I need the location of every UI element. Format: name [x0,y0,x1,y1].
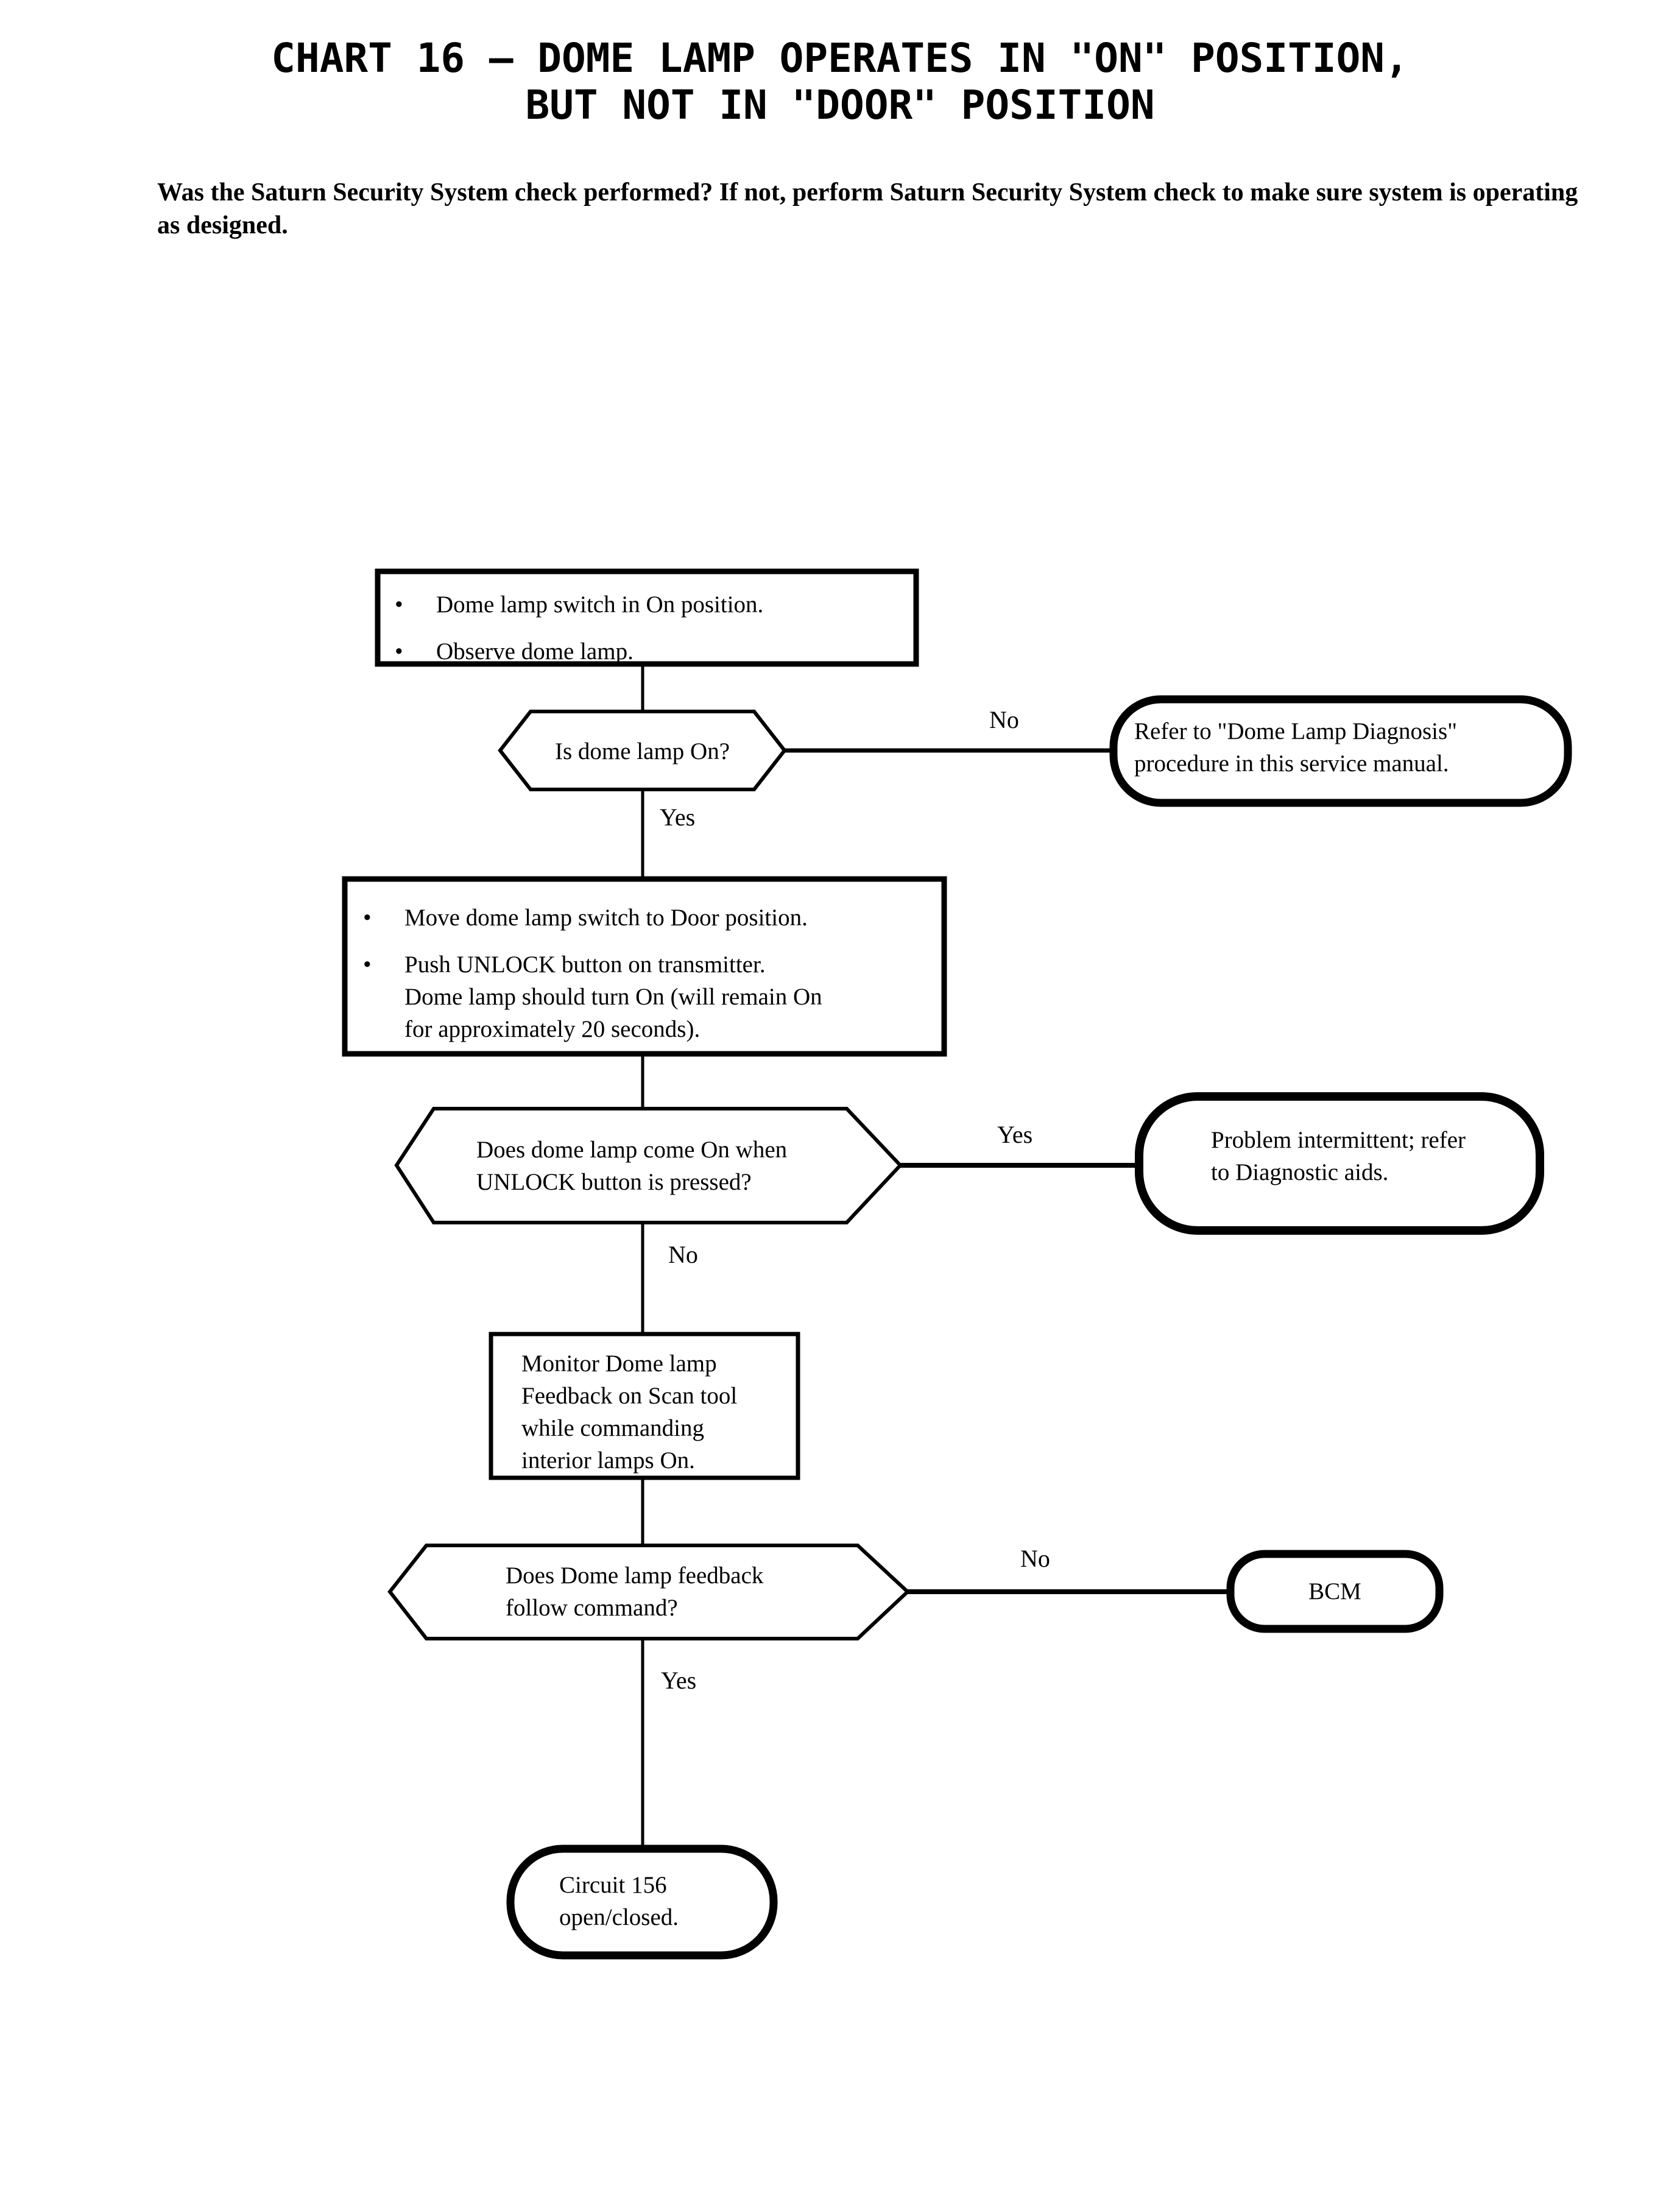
decision-3-line-1: Does Dome lamp feedback [506,1562,764,1589]
edge-label-decision1-no: No [989,706,1019,733]
process-1-bullet-list: • Dome lamp switch in On position. • Obs… [390,588,908,668]
bullet-text: Observe dome lamp. [436,638,634,665]
edge-label-decision3-no: No [1020,1545,1050,1572]
terminal-shape-2 [1135,1092,1544,1235]
bullet-text: for approximately 20 seconds). [404,1016,701,1043]
list-item: • Dome lamp switch in On position. [390,588,908,621]
list-item: • Observe dome lamp. [390,635,908,668]
process-box-1 [375,568,919,667]
bullet-text: Move dome lamp switch to Door position. [404,905,808,931]
decision-2-line-2: UNLOCK button is pressed? [476,1169,752,1196]
terminal-1-line-2: procedure in this service manual. [1134,750,1449,777]
terminal-2-line-1: Problem intermittent; refer [1211,1127,1466,1153]
list-item: • Push UNLOCK button on transmitter. Dom… [358,948,937,1045]
page-title: CHART 16 – DOME LAMP OPERATES IN "ON" PO… [271,35,1409,129]
terminal-shape-3-text: BCM [1230,1575,1439,1608]
process-box-3 [489,1332,800,1480]
process-3-line-3: while commanding [521,1415,705,1442]
process-3-line-1: Monitor Dome lamp [521,1350,717,1377]
decision-hexagon-2-text: Does dome lamp come On when UNLOCK butto… [476,1134,903,1198]
edge-label-decision2-yes: Yes [997,1121,1033,1148]
decision-hexagon-3-text: Does Dome lamp feedback follow command? [506,1559,871,1624]
terminal-shape-2-text: Problem intermittent; refer to Diagnosti… [1211,1124,1528,1188]
edge-label-decision3-yes: Yes [661,1667,697,1694]
process-box-2 [342,876,947,1057]
terminal-shape-1-text: Refer to "Dome Lamp Diagnosis" procedure… [1134,715,1561,780]
decision-hexagon-1-text: Is dome lamp On? [500,735,785,768]
process-box-2-text: • Move dome lamp switch to Door position… [358,902,937,1045]
terminal-shape-1 [1109,695,1572,807]
bullet-glyph: • [395,591,403,618]
process-box-1-text: • Dome lamp switch in On position. • Obs… [390,588,908,668]
terminal-4-line-1: Circuit 156 [559,1872,667,1898]
decision-hexagon-1 [498,710,787,791]
decision-1-line-1: Is dome lamp On? [554,738,730,764]
edge-label-decision2-no: No [668,1241,698,1268]
terminal-3-line-1: BCM [1308,1578,1361,1605]
edge-label-decision1-yes: Yes [660,803,696,831]
process-3-line-4: interior lamps On. [521,1447,695,1474]
process-box-3-text: Monitor Dome lamp Feedback on Scan tool … [521,1347,796,1477]
decision-3-line-2: follow command? [506,1595,678,1622]
terminal-2-line-2: to Diagnostic aids. [1211,1159,1389,1186]
bullet-text: Dome lamp switch in On position. [436,591,764,618]
process-2-bullet-list: • Move dome lamp switch to Door position… [358,902,937,1045]
process-3-line-2: Feedback on Scan tool [521,1383,738,1410]
terminal-shape-4 [506,1845,778,1960]
terminal-shape-4-text: Circuit 156 open/closed. [559,1869,760,1933]
decision-2-line-1: Does dome lamp come On when [476,1137,788,1163]
terminal-shape-3 [1226,1550,1444,1633]
list-item: • Move dome lamp switch to Door position… [358,902,937,934]
bullet-text: Push UNLOCK button on transmitter. [404,951,766,978]
page-subtitle: Was the Saturn Security System check per… [157,178,1578,239]
bullet-glyph: • [363,905,372,931]
bullet-glyph: • [395,638,403,665]
terminal-1-line-1: Refer to "Dome Lamp Diagnosis" [1134,718,1458,744]
terminal-4-line-2: open/closed. [559,1904,679,1931]
decision-hexagon-3 [387,1544,911,1640]
bullet-glyph: • [363,951,372,978]
bullet-text: Dome lamp should turn On (will remain On [404,984,822,1011]
decision-hexagon-2 [394,1107,903,1224]
